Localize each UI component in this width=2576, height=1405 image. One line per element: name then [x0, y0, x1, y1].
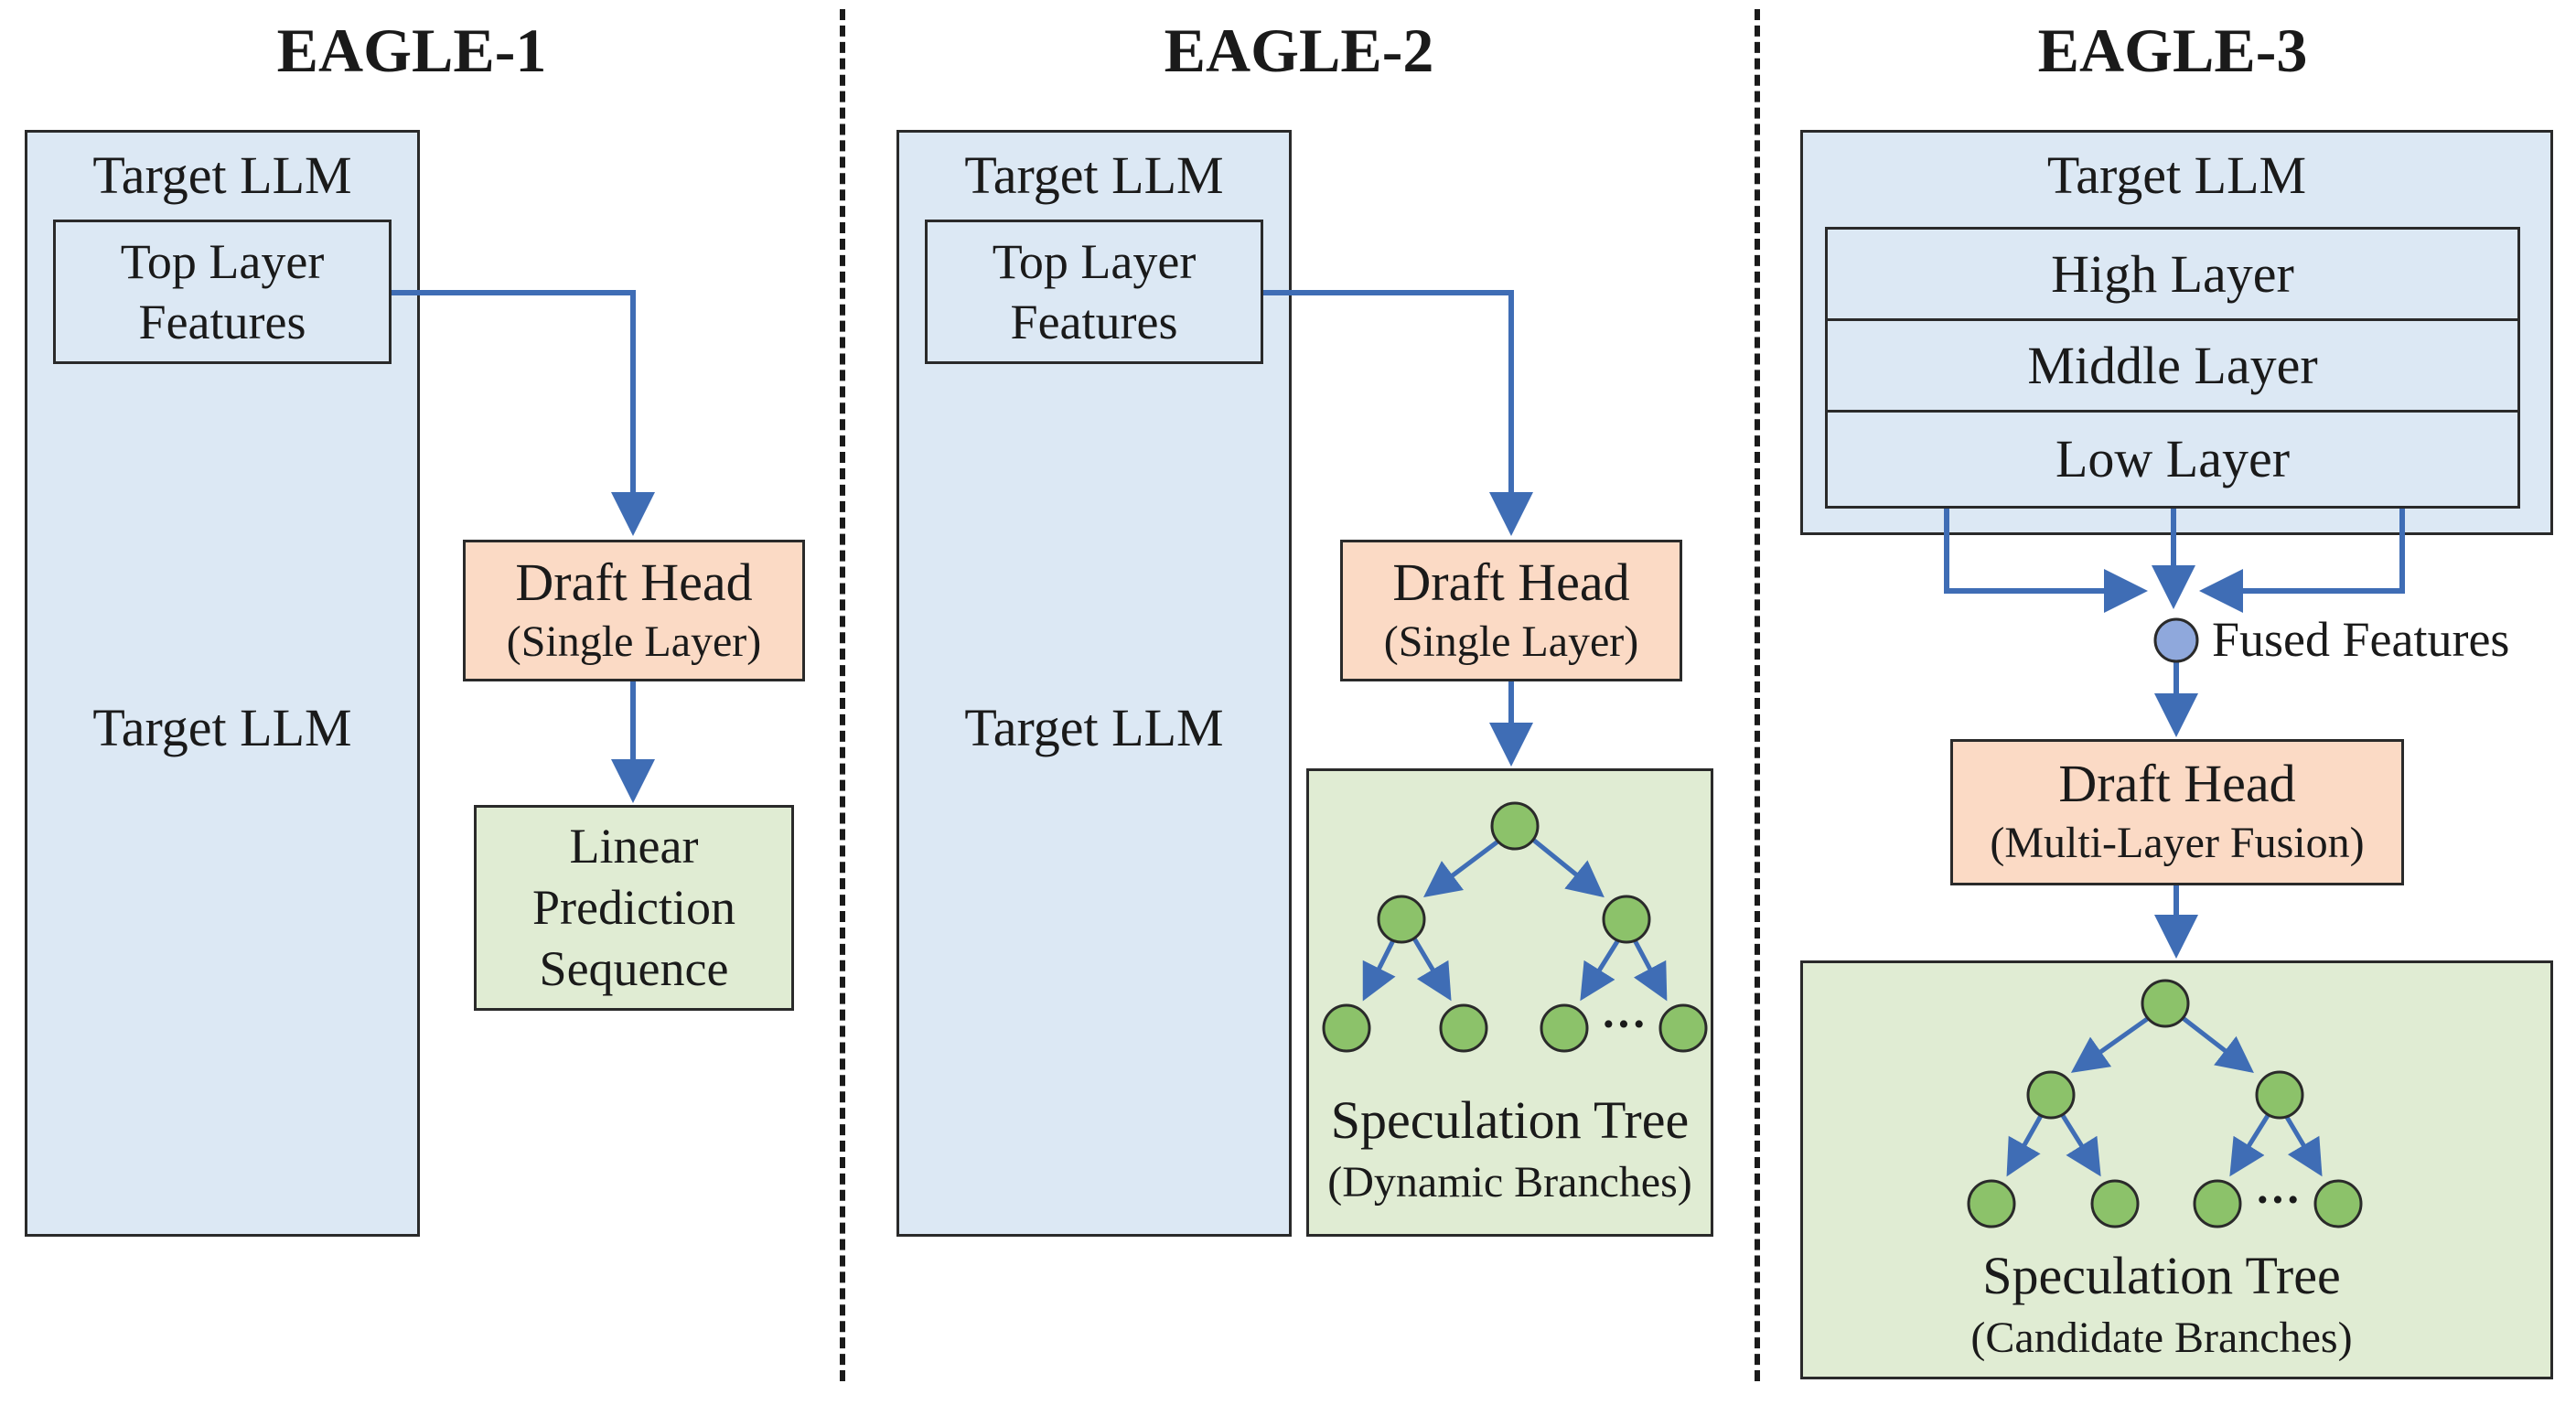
tree-node	[2313, 1179, 2363, 1228]
arrow-features-to-draft	[392, 290, 655, 536]
speculation-tree-title: Speculation Tree	[1330, 1090, 1690, 1150]
panel-title-eagle-3: EAGLE-3	[2037, 16, 2308, 85]
tree-ellipsis: ···	[1601, 998, 1647, 1049]
draft-head-title: Draft Head	[1392, 552, 1630, 612]
tree-node	[2141, 979, 2190, 1028]
arrow-features-to-draft	[1263, 290, 1533, 536]
draft-head-box: Draft Head (Single Layer)	[463, 540, 805, 681]
target-llm-mid-label: Target LLM	[964, 698, 1224, 757]
draft-head-subtitle: (Multi-Layer Fusion)	[1990, 819, 2365, 867]
tree-node	[1322, 1003, 1371, 1053]
draft-head-subtitle: (Single Layer)	[1383, 617, 1639, 666]
feature-line: Top Layer	[120, 234, 325, 289]
arrow-low-layer-left	[1944, 509, 2148, 613]
tree-node	[2026, 1070, 2076, 1120]
feature-line: Features	[138, 295, 306, 349]
tree-node	[2090, 1179, 2140, 1228]
tree-ellipsis: ···	[2255, 1174, 2301, 1225]
top-layer-features-box: Top Layer Features	[925, 220, 1263, 364]
high-layer-row: High Layer	[1828, 230, 2517, 321]
target-llm-label: Target LLM	[92, 145, 352, 205]
middle-layer-row: Middle Layer	[1828, 321, 2517, 413]
feature-line: Top Layer	[992, 234, 1197, 289]
tree-node	[1602, 895, 1651, 944]
fused-features-label: Fused Features	[2212, 612, 2510, 667]
layer-stack: High Layer Middle Layer Low Layer	[1825, 227, 2520, 509]
low-layer-row: Low Layer	[2055, 428, 2291, 488]
tree-node	[2255, 1070, 2304, 1120]
tree-node	[2193, 1179, 2242, 1228]
top-layer-features-box: Top Layer Features	[53, 220, 392, 364]
draft-head-title: Draft Head	[2058, 754, 2296, 813]
speculation-tree-subtitle: (Dynamic Branches)	[1327, 1158, 1692, 1207]
draft-head-box: Draft Head (Multi-Layer Fusion)	[1950, 739, 2404, 885]
draft-head-subtitle: (Single Layer)	[506, 617, 762, 666]
linear-prediction-box: Linear Prediction Sequence	[474, 805, 794, 1011]
tree-node	[1967, 1179, 2016, 1228]
tree-node	[1658, 1003, 1708, 1053]
tree-node	[1439, 1003, 1488, 1053]
draft-head-title: Draft Head	[515, 552, 753, 612]
feature-line: Features	[1010, 295, 1178, 349]
speculation-tree-candidate	[1967, 979, 2363, 1228]
output-line: Prediction	[532, 880, 735, 935]
speculation-tree-subtitle: (Candidate Branches)	[1970, 1314, 2353, 1362]
panel-title-eagle-1: EAGLE-1	[276, 16, 547, 85]
target-llm-label: Target LLM	[964, 145, 1224, 205]
target-llm-label: Target LLM	[2046, 145, 2307, 205]
speculation-tree-box	[1800, 960, 2553, 1379]
output-line: Sequence	[539, 941, 729, 996]
panel-divider	[1755, 9, 1760, 1381]
fused-features-node	[2153, 617, 2199, 663]
arrow-low-layer-right	[2199, 509, 2405, 613]
speculation-tree-title: Speculation Tree	[1982, 1246, 2341, 1305]
tree-node	[1377, 895, 1426, 944]
tree-node	[1540, 1003, 1589, 1053]
panel-divider	[840, 9, 845, 1381]
speculation-tree-dynamic	[1322, 801, 1708, 1053]
draft-head-box: Draft Head (Single Layer)	[1340, 540, 1682, 681]
tree-node	[1490, 801, 1540, 851]
panel-title-eagle-2: EAGLE-2	[1164, 16, 1434, 85]
output-line: Linear	[569, 819, 699, 874]
target-llm-mid-label: Target LLM	[92, 698, 352, 757]
